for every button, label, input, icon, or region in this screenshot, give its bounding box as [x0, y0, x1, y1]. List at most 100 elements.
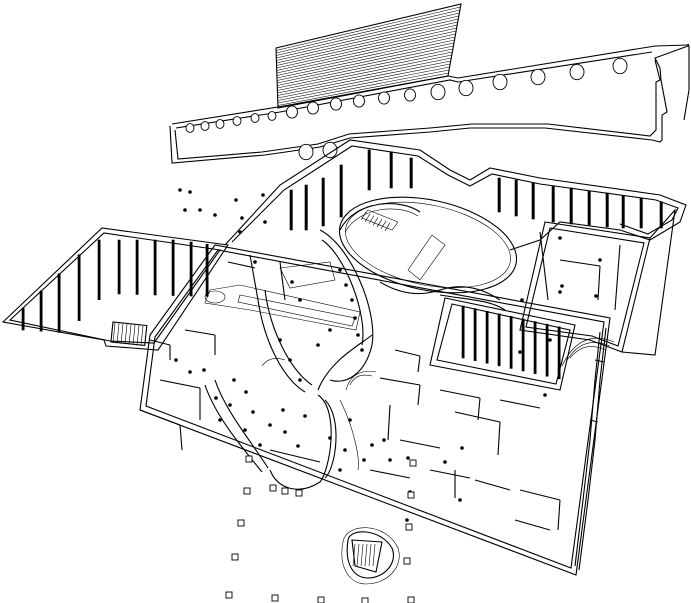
wall-segment [539, 231, 549, 301]
column [560, 284, 564, 288]
fin [461, 305, 465, 359]
wall-segment [454, 411, 501, 423]
bleacher-step [276, 9, 460, 54]
fin [117, 239, 121, 295]
bleacher-step [276, 33, 456, 74]
column [458, 498, 462, 502]
wall-segment [139, 409, 181, 426]
bleacher-step [277, 60, 451, 96]
marker-square [245, 455, 253, 463]
column [338, 468, 342, 472]
stair-rung [120, 323, 124, 344]
wall-segment [387, 404, 391, 441]
wall-segment [249, 254, 259, 301]
column [290, 280, 294, 284]
fin [569, 187, 573, 225]
stair-rung [140, 325, 144, 346]
marker-square [231, 553, 239, 561]
oculus-window [569, 63, 585, 81]
wall-segment [184, 329, 216, 336]
fin [304, 184, 308, 231]
column [240, 216, 244, 220]
oculus-window [286, 105, 298, 119]
wall-segment [159, 379, 201, 389]
fin [339, 164, 343, 218]
wall-segment [614, 244, 621, 311]
wall-segment [557, 499, 561, 531]
bleacher-step [277, 42, 455, 81]
columns [174, 188, 602, 522]
north-bleachers [275, 3, 462, 109]
main-building [139, 244, 611, 576]
wall-segment [227, 261, 256, 269]
oculus-window [458, 79, 474, 97]
column [188, 190, 192, 194]
oculus-window [330, 97, 342, 111]
marker-square [295, 489, 303, 497]
fin [621, 195, 625, 229]
fin [509, 316, 513, 369]
fin [605, 192, 609, 228]
curved-walls [204, 229, 506, 490]
step [372, 543, 376, 567]
fin [659, 201, 663, 229]
stair-tread [376, 219, 383, 228]
fin [521, 318, 525, 372]
step [364, 543, 368, 567]
bleacher-step [277, 72, 449, 106]
fin [557, 326, 561, 380]
fin [367, 149, 371, 191]
bleacher-step [276, 30, 457, 71]
wall-segment [369, 469, 411, 479]
bleacher-step [277, 63, 451, 99]
column [598, 258, 602, 262]
oculus-window [250, 113, 260, 123]
fin [39, 290, 43, 332]
bleacher-step [276, 15, 459, 59]
wall-segment [594, 359, 605, 363]
column [174, 358, 178, 362]
bleacher-step [276, 27, 457, 69]
bleacher-step [277, 54, 452, 91]
stair-rung [116, 323, 120, 344]
oculus-window [404, 88, 416, 102]
marker-square [269, 484, 277, 492]
bleacher-step [276, 12, 460, 56]
fin [639, 197, 643, 229]
column [244, 390, 248, 394]
oculus-window [492, 73, 508, 91]
column [251, 410, 255, 414]
marker-square [409, 459, 417, 467]
oculus-window [215, 119, 225, 129]
fin [473, 308, 477, 361]
column [348, 418, 352, 422]
marker-square [237, 519, 245, 527]
stair-tread [364, 213, 371, 222]
step [368, 543, 372, 567]
column [520, 298, 524, 302]
column [288, 358, 292, 362]
wall-segment [379, 377, 421, 386]
bleacher-step [276, 21, 458, 64]
fin [551, 185, 555, 223]
column [328, 328, 332, 332]
fin [497, 177, 501, 213]
oculus-window [430, 83, 446, 101]
outdoor-pavilion [341, 527, 400, 585]
outdoor-markers [225, 455, 417, 603]
column [243, 428, 247, 432]
marker-square [317, 596, 325, 603]
stair-tread [384, 222, 391, 231]
fin [97, 239, 101, 301]
column [362, 458, 366, 462]
marker-square [225, 591, 233, 599]
column [558, 290, 562, 294]
bleacher-step [276, 6, 461, 51]
marker-square [407, 596, 415, 603]
oculus-window [353, 94, 365, 108]
column [258, 443, 262, 447]
column [183, 208, 187, 212]
column [263, 220, 267, 224]
